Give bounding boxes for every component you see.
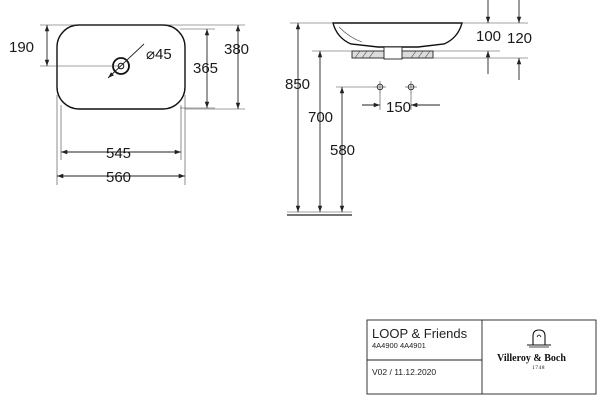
basin-outline — [56, 24, 186, 110]
dim-label-700: 700 — [308, 109, 333, 126]
basin-side-outline — [332, 22, 463, 48]
title-block: LOOP & Friends 4A4900 4A4901 V02 / 11.12… — [366, 319, 597, 395]
dim-label-hole-diameter: ⌀45 — [146, 46, 172, 63]
brand-year: 1748 — [532, 365, 545, 371]
dim-label-150: 150 — [386, 99, 411, 116]
dim-label-120: 120 — [507, 30, 532, 47]
dim-label-190: 190 — [9, 39, 34, 56]
side-view: 100 120 850 700 580 150 — [285, 0, 532, 216]
article-numbers: 4A4900 4A4901 — [372, 341, 426, 350]
drain-body — [383, 46, 403, 60]
dim-label-380: 380 — [224, 41, 249, 58]
dim-label-545: 545 — [106, 145, 131, 162]
water-connection-right — [405, 81, 417, 93]
dim-label-365: 365 — [193, 60, 218, 77]
dim-label-100: 100 — [476, 28, 501, 45]
top-view: 190 ⌀45 365 380 545 560 — [9, 24, 249, 186]
dim-label-850: 850 — [285, 76, 310, 93]
dim-label-580: 580 — [330, 142, 355, 159]
dim-label-560: 560 — [106, 169, 131, 186]
fountain-icon — [532, 329, 546, 345]
brand-name: Villeroy & Boch — [497, 353, 566, 364]
product-name: LOOP & Friends — [372, 326, 468, 341]
brand-logo: Villeroy & Boch 1748 — [497, 329, 566, 371]
water-connection-left — [374, 81, 386, 93]
version-date: V02 / 11.12.2020 — [372, 367, 436, 377]
